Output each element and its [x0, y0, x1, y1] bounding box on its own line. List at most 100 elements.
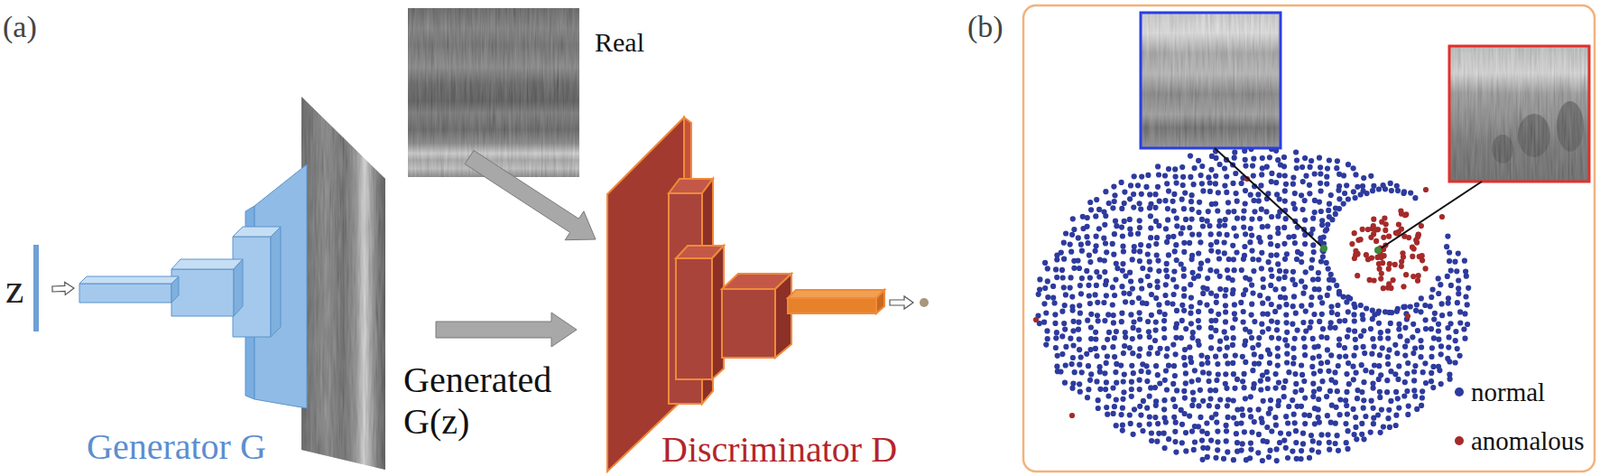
- normal-point: [1445, 300, 1452, 306]
- normal-point: [1380, 424, 1387, 430]
- normal-point: [1076, 336, 1083, 343]
- normal-point: [1204, 430, 1211, 436]
- normal-point: [1128, 362, 1135, 369]
- normal-point: [1337, 396, 1343, 402]
- normal-point: [1181, 388, 1187, 394]
- normal-point: [1393, 422, 1399, 428]
- normal-point: [1333, 404, 1340, 410]
- normal-point: [1203, 419, 1210, 426]
- normal-point: [1239, 378, 1246, 384]
- normal-point: [1275, 157, 1281, 163]
- discriminator-network: [721, 288, 776, 358]
- normal-point: [1312, 170, 1318, 176]
- normal-point: [1164, 180, 1170, 186]
- normal-inset: [1140, 12, 1281, 148]
- normal-point: [1186, 343, 1193, 350]
- normal-point: [1328, 304, 1334, 310]
- normal-point: [1234, 439, 1240, 445]
- normal-point: [1395, 376, 1401, 382]
- normal-point: [1121, 342, 1128, 349]
- normal-point: [1306, 190, 1313, 196]
- normal-point: [1127, 216, 1133, 222]
- normal-point: [1351, 431, 1358, 437]
- normal-point: [1174, 215, 1180, 222]
- normal-point: [1395, 305, 1401, 312]
- legend-swatch: [1454, 435, 1464, 445]
- normal-point: [1230, 256, 1237, 262]
- normal-point: [1206, 369, 1212, 376]
- normal-point: [1445, 295, 1452, 301]
- normal-point: [1298, 455, 1305, 462]
- normal-point: [1265, 295, 1271, 301]
- leader-lines: [1378, 181, 1482, 250]
- normal-point: [1461, 335, 1468, 342]
- normal-point: [1435, 327, 1442, 333]
- real-image-node: Real: [407, 8, 647, 177]
- normal-point: [1325, 207, 1332, 213]
- anomalous-point: [1402, 212, 1408, 218]
- normal-point: [1428, 369, 1434, 376]
- normal-point: [1461, 310, 1468, 316]
- normal-point: [1230, 370, 1237, 377]
- normal-point: [1431, 334, 1437, 341]
- normal-point: [1387, 397, 1394, 404]
- normal-point: [1187, 281, 1194, 287]
- normal-point: [1267, 447, 1273, 454]
- normal-point: [1308, 432, 1314, 438]
- normal-point: [1119, 405, 1126, 411]
- normal-point: [1444, 233, 1451, 240]
- normal-point: [1284, 319, 1290, 325]
- normal-point: [1223, 437, 1230, 444]
- normal-point: [1214, 438, 1221, 444]
- normal-point: [1120, 350, 1127, 356]
- normal-point: [1289, 277, 1295, 283]
- normal-point: [1106, 329, 1112, 335]
- normal-point: [1312, 209, 1318, 215]
- normal-point: [1240, 308, 1247, 315]
- normal-point: [1293, 148, 1299, 155]
- normal-point: [1214, 446, 1221, 453]
- real-image: [407, 8, 580, 177]
- normal-point: [1074, 257, 1081, 263]
- normal-point: [1413, 307, 1419, 314]
- normal-point: [1045, 335, 1051, 342]
- normal-point: [1076, 361, 1083, 368]
- normal-point: [1094, 299, 1101, 306]
- normal-point: [1157, 345, 1164, 352]
- normal-point: [1323, 181, 1330, 187]
- normal-point: [1385, 415, 1391, 421]
- normal-point: [1127, 344, 1133, 351]
- normal-point: [1266, 258, 1272, 265]
- normal-point: [1173, 324, 1179, 331]
- normal-point: [1234, 198, 1240, 204]
- normal-point: [1292, 190, 1298, 196]
- normal-point: [1156, 379, 1163, 386]
- normal-point: [1293, 380, 1299, 387]
- normal-point: [1182, 361, 1188, 368]
- normal-point: [1258, 249, 1265, 256]
- normal-point: [1147, 344, 1154, 351]
- normal-point: [1119, 427, 1126, 434]
- normal-point: [1239, 447, 1245, 454]
- normal-point: [1359, 361, 1365, 368]
- normal-point: [1316, 199, 1323, 205]
- anomalous-inset: [1449, 46, 1590, 182]
- normal-point: [1435, 336, 1442, 343]
- normal-point: [1165, 166, 1172, 172]
- normal-point: [1335, 187, 1342, 194]
- normal-point: [1095, 317, 1101, 324]
- normal-point: [1377, 334, 1383, 341]
- normal-point: [1290, 181, 1296, 187]
- normal-point: [1041, 319, 1047, 325]
- normal-point: [1350, 352, 1357, 359]
- normal-point: [1275, 352, 1281, 359]
- normal-point: [1119, 232, 1126, 239]
- normal-point: [1275, 345, 1281, 352]
- normal-point: [1428, 325, 1434, 332]
- normal-point: [1240, 318, 1247, 324]
- normal-point: [1148, 429, 1155, 435]
- normal-point: [1063, 361, 1069, 368]
- normal-point: [1266, 453, 1272, 460]
- normal-point: [1300, 206, 1306, 213]
- normal-point: [1334, 432, 1341, 438]
